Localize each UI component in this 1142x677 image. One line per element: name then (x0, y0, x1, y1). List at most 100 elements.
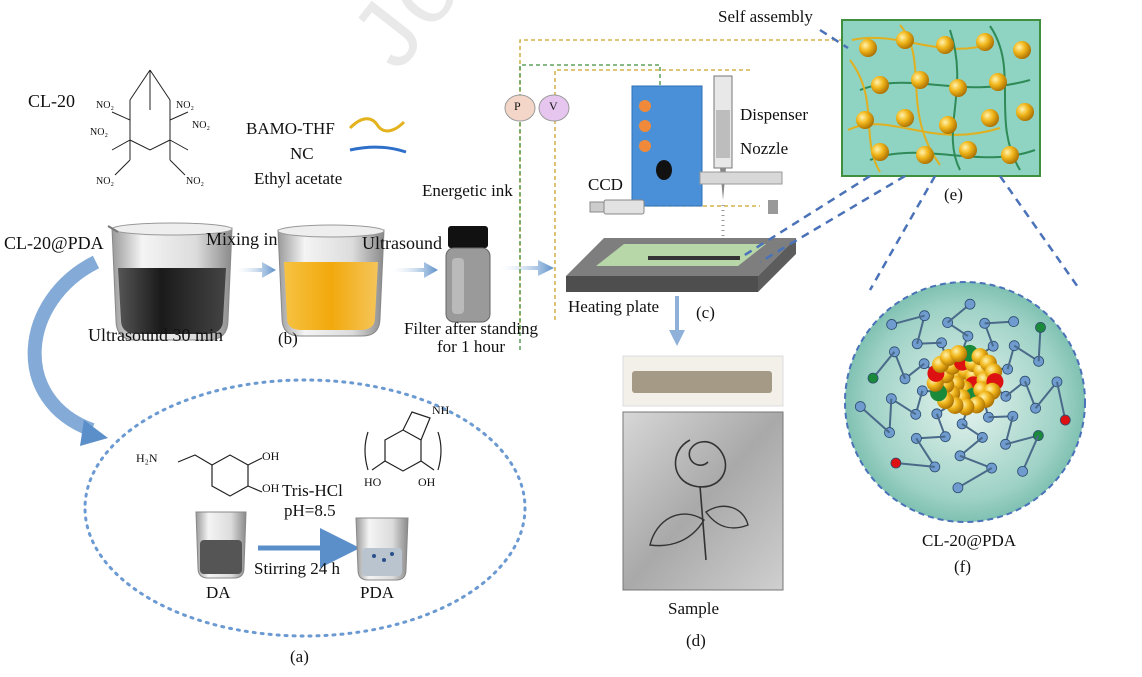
cl20-sphere (871, 76, 889, 94)
cl20-sphere (989, 73, 1007, 91)
cl20-sphere (1001, 146, 1019, 164)
cl20-sphere (949, 79, 967, 97)
pda-atom (952, 482, 964, 494)
pda-bond (959, 454, 993, 469)
dispenser-label: Dispenser (740, 105, 808, 124)
cl20-pda-right-label: CL-20@PDA (922, 531, 1017, 550)
ethyl-acetate-label: Ethyl acetate (254, 169, 343, 188)
cl20-sphere (916, 146, 934, 164)
panel-e-label: (e) (944, 185, 963, 204)
pressure-gauge (504, 94, 536, 122)
pda-bond (895, 462, 935, 468)
voltage-gauge (538, 94, 570, 122)
pda-atom (1017, 465, 1028, 477)
dopamine-structure (177, 454, 263, 497)
beaker-da (195, 511, 247, 579)
pda-atom (1008, 316, 1020, 327)
nc-label: NC (290, 144, 314, 163)
cl20-sphere (959, 141, 977, 159)
cl20-sphere (976, 33, 994, 51)
panel-c-label: (c) (696, 303, 715, 322)
pda-bond (1056, 381, 1067, 421)
pda-atom (964, 298, 976, 310)
bamo-thf-label: BAMO-THF (246, 119, 335, 138)
ink-vial (445, 226, 491, 323)
cl20-sphere (859, 39, 877, 57)
heating-plate-shape (566, 238, 796, 292)
v-gauge-label: V (549, 99, 558, 113)
pda-bond (891, 314, 925, 326)
sample-label: Sample (668, 599, 719, 618)
ccd-label: CCD (588, 175, 623, 194)
cl20-sphere (1013, 41, 1031, 59)
polymer-fiber (949, 29, 961, 171)
pda-bond (888, 398, 893, 433)
cl20-sphere (981, 109, 999, 127)
cl20-sphere (936, 36, 954, 54)
pda-bond (1037, 327, 1042, 362)
pda-bond (1021, 435, 1040, 472)
pda-bond (957, 467, 993, 489)
cl20-sphere (871, 143, 889, 161)
pda-atom (890, 457, 902, 469)
cl20-spheres (856, 31, 1034, 164)
nh-label: NH (432, 403, 450, 417)
beaker-mixing (277, 224, 385, 337)
panel-b-label: (b) (278, 329, 298, 348)
beaker-cl20pda (107, 222, 233, 341)
pda-atom (854, 401, 866, 412)
self-assembly-label: Self assembly (718, 7, 813, 26)
tris-hcl-label: Tris-HCl (282, 481, 343, 500)
da-label: DA (206, 583, 231, 602)
core-atom (950, 345, 968, 363)
pda-bond (872, 351, 896, 379)
nc-line-icon (349, 145, 407, 154)
cl20-pda-left-label: CL-20@PDA (4, 233, 104, 253)
no2-label-6: NO₂ (186, 176, 204, 187)
no2-label-1: NO₂ (96, 100, 114, 111)
heating-plate-label: Heating plate (568, 297, 660, 316)
no2-label-3: NO₂ (90, 127, 108, 138)
ultrasound-label: Ultrasound (362, 233, 442, 253)
energetic-ink-label: Energetic ink (422, 181, 513, 200)
panel-a-ellipse (83, 378, 527, 638)
pda-label: PDA (360, 583, 395, 602)
cl20-sphere (911, 71, 929, 89)
pda-bond (1005, 434, 1039, 446)
sample-bar-photo (622, 355, 784, 407)
flow-arrows (27, 255, 685, 446)
cl20-sphere (896, 31, 914, 49)
zoom-dashes (739, 28, 1082, 291)
pda-atom (886, 319, 898, 330)
printer-controller (631, 85, 703, 207)
oh-label-2: OH (262, 481, 280, 495)
sample-rose-photo (622, 411, 784, 591)
pda-atom (1059, 414, 1071, 426)
pda-atom (867, 372, 879, 384)
stirring-label: Stirring 24 h (254, 559, 340, 578)
panel-f-label: (f) (954, 557, 971, 576)
filter-line2-label: for 1 hour (437, 337, 505, 356)
cl20-structure (111, 69, 189, 176)
cl20-sphere (1016, 103, 1034, 121)
pda-bond (859, 405, 891, 434)
cl20-sphere (896, 109, 914, 127)
oh-label-1: OH (262, 449, 280, 463)
ph-label: pH=8.5 (284, 501, 336, 520)
bamo-thf-line-icon (348, 117, 406, 133)
pda-atom (1035, 322, 1046, 333)
cl20-label: CL-20 (28, 91, 75, 111)
no2-label-2: NO₂ (176, 100, 194, 111)
beaker-pda (355, 517, 409, 581)
ccd-camera (589, 199, 778, 215)
no2-label-5: NO₂ (96, 176, 114, 187)
pda-bond (915, 437, 936, 468)
no2-label-4: NO₂ (192, 120, 210, 131)
pda-network (854, 298, 1071, 494)
dispenser-syringe (699, 75, 783, 240)
panel-d-label: (d) (686, 631, 706, 650)
polydopamine-structure (364, 411, 442, 472)
cl20-sphere (939, 116, 957, 134)
